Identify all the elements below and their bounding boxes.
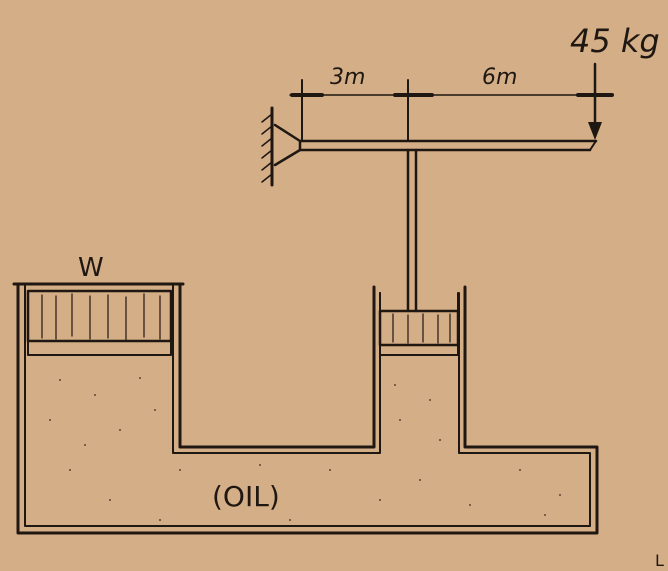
piston-rod bbox=[406, 148, 418, 313]
lever-arm bbox=[298, 139, 598, 152]
load-arrow bbox=[588, 62, 602, 140]
large-piston bbox=[26, 289, 173, 356]
small-piston bbox=[378, 292, 460, 356]
load-label: 45 kg bbox=[570, 22, 660, 60]
container-outline bbox=[12, 282, 599, 535]
dim-right-label: 6m bbox=[482, 65, 517, 90]
dim-left-label: 3m bbox=[330, 65, 365, 90]
weight-label: W bbox=[78, 253, 104, 283]
fluid-label: (OIL) bbox=[212, 480, 280, 513]
corner-mark: L bbox=[655, 551, 664, 570]
hinge-support bbox=[261, 106, 302, 187]
oil-speckles bbox=[49, 377, 561, 521]
